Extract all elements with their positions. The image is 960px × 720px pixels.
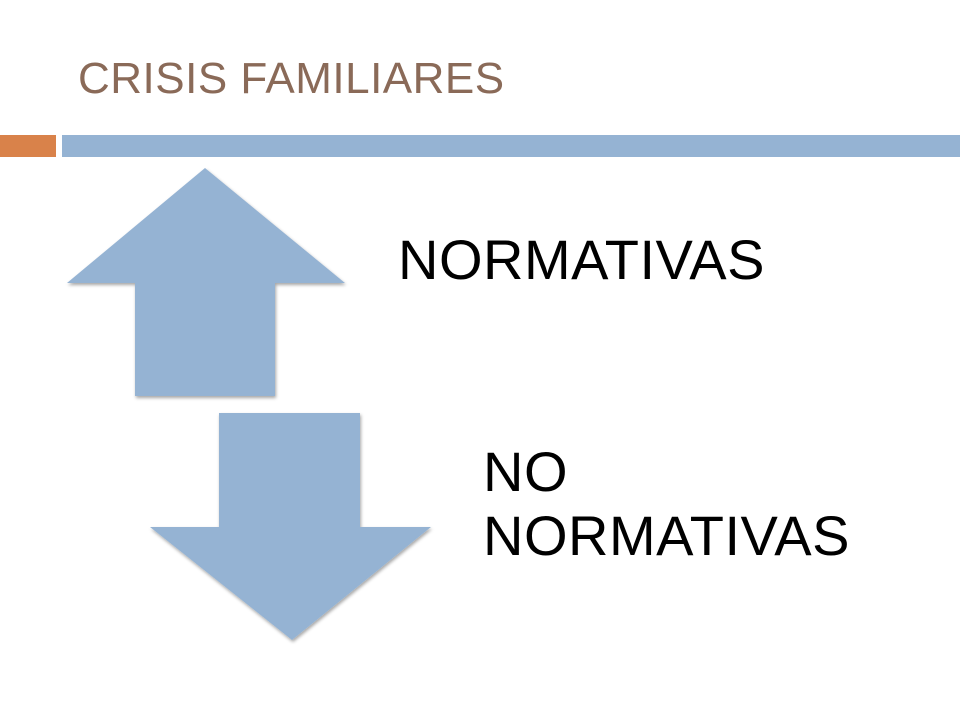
label-no-normativas-line-1: NO <box>483 440 568 503</box>
title-accent-bar <box>0 135 56 157</box>
up-arrow-icon <box>67 168 345 396</box>
down-arrow-icon <box>150 413 431 640</box>
label-no-normativas: NO NORMATIVAS <box>483 440 850 568</box>
label-normativas: NORMATIVAS <box>398 228 765 291</box>
label-no-normativas-line-2: NORMATIVAS <box>483 504 850 567</box>
title-rule-bar <box>62 135 960 157</box>
slide-title: CRISIS FAMILIARES <box>78 54 505 103</box>
